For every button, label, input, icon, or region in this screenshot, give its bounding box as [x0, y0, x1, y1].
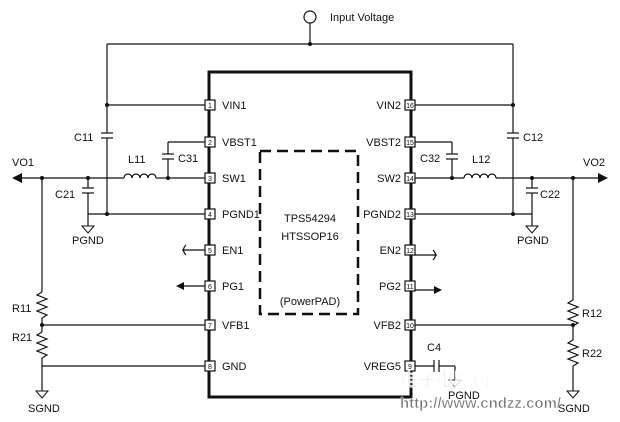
pin-name-vin2: VIN2: [377, 100, 401, 112]
pin-number-8: 8: [208, 364, 212, 371]
pin-name-vbst1: VBST1: [222, 137, 257, 149]
label-c22: C22: [540, 189, 560, 201]
label-c12: C12: [523, 132, 543, 144]
label-r11: R11: [12, 303, 31, 315]
label-c11: C11: [74, 132, 93, 144]
net-vo1: VO1: [12, 157, 34, 169]
pin-name-sw1: SW1: [222, 173, 246, 185]
net-pgnd-right: PGND: [517, 235, 549, 247]
pin-name-en2: EN2: [380, 245, 401, 257]
label-r21: R21: [12, 332, 32, 344]
label-r22: R22: [582, 348, 602, 360]
pin-name-vfb1: VFB1: [222, 320, 250, 332]
sgnd-left-ground-icon: [34, 390, 50, 399]
pin-number-4: 4: [208, 212, 212, 219]
pin-number-5: 5: [208, 248, 212, 255]
pin-number-3: 3: [208, 176, 212, 183]
powerpad-outline: [258, 149, 360, 316]
pin-name-vreg5: VREG5: [364, 361, 401, 373]
label-l11: L11: [128, 154, 146, 166]
pgnd-right-ground-icon: [524, 225, 540, 234]
label-c4: C4: [427, 342, 441, 354]
input-terminal: [303, 10, 317, 24]
pin-name-en1: EN1: [222, 245, 243, 257]
chip-package: HTSSOP16: [281, 231, 338, 243]
label-c32: C32: [420, 153, 440, 165]
watermark-cn: 电子电路网: [400, 369, 490, 390]
pin-number-10: 10: [406, 323, 414, 330]
label-l12: L12: [472, 154, 490, 166]
pin-name-vfb2: VFB2: [373, 320, 401, 332]
pin-number-2: 2: [208, 140, 212, 147]
pgnd-left-ground-icon: [80, 225, 96, 234]
pin-name-vin1: VIN1: [222, 100, 246, 112]
pin-number-1: 1: [208, 103, 212, 110]
pin-number-13: 13: [406, 212, 414, 219]
pin-number-11: 11: [406, 284, 413, 291]
net-sgnd-left: SGND: [28, 403, 60, 415]
label-c21: C21: [55, 189, 75, 201]
pin-name-pgnd1: PGND1: [222, 209, 260, 221]
pin-name-vbst2: VBST2: [366, 137, 401, 149]
pin-number-15: 15: [406, 140, 414, 147]
pin-name-sw2: SW2: [377, 173, 401, 185]
pin-name-pg1: PG1: [222, 281, 244, 293]
net-pgnd-left: PGND: [72, 235, 104, 247]
input-voltage-label: Input Voltage: [330, 12, 394, 24]
watermark-url: http://www.cndzz.com/: [400, 395, 562, 412]
label-r12: R12: [582, 308, 602, 320]
net-vo2: VO2: [583, 157, 605, 169]
pin-name-gnd: GND: [222, 361, 247, 373]
pin-name-pg2: PG2: [379, 281, 401, 293]
pin-number-16: 16: [406, 103, 414, 110]
chip-part-number: TPS54294: [284, 213, 336, 225]
sgnd-right-ground-icon: [565, 390, 581, 399]
label-c31: C31: [178, 153, 198, 165]
pin-number-7: 7: [208, 323, 212, 330]
pin-number-14: 14: [406, 176, 414, 183]
chip-powerpad: (PowerPAD): [280, 296, 340, 308]
pin-number-6: 6: [208, 284, 212, 291]
pin-number-12: 12: [406, 248, 414, 255]
ic-body: [207, 70, 413, 399]
net-sgnd-right: SGND: [558, 403, 590, 415]
pin-number-9: 9: [408, 364, 412, 371]
pin-name-pgnd2: PGND2: [363, 209, 401, 221]
pgnd-vreg-ground-icon: [447, 379, 463, 388]
net-pgnd-vreg: PGND: [448, 390, 480, 402]
